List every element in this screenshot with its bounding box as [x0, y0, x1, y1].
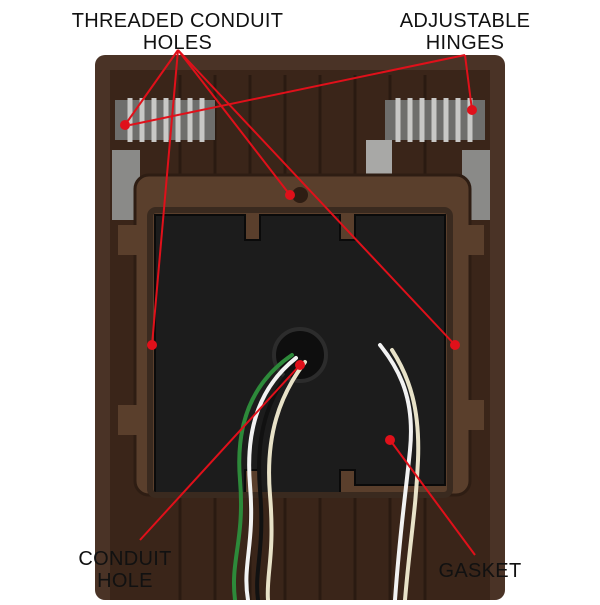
- label-line: HOLE: [97, 570, 153, 592]
- label-line: CONDUIT: [78, 548, 172, 570]
- cable-gland: [366, 140, 392, 180]
- mounting-tab-left: [118, 225, 140, 255]
- label-line: HOLES: [142, 32, 213, 54]
- arrowhead: [120, 120, 130, 130]
- arrowhead: [295, 360, 305, 370]
- label-line: ADJUSTABLE: [399, 10, 531, 32]
- arrowhead: [467, 105, 477, 115]
- arrowhead: [385, 435, 395, 445]
- gasket-label: GASKET: [430, 560, 530, 582]
- mounting-tab-left-lower: [118, 405, 140, 435]
- threaded-conduit-holes-label: THREADED CONDUIT HOLES: [55, 10, 300, 54]
- label-line: THREADED CONDUIT: [71, 10, 284, 32]
- arrowhead: [285, 190, 295, 200]
- conduit-hole-label: CONDUIT HOLE: [70, 548, 180, 592]
- mounting-tab-right-lower: [462, 400, 484, 430]
- adjustable-hinges-label: ADJUSTABLE HINGES: [385, 10, 545, 54]
- label-line: GASKET: [438, 560, 522, 582]
- left-hinge-spring: [112, 98, 215, 220]
- callout-arrows: [120, 49, 477, 556]
- mounting-tab-right: [462, 225, 484, 255]
- arrowhead: [147, 340, 157, 350]
- gasket-rim: [147, 207, 453, 498]
- wire-leads-right: [378, 343, 421, 602]
- label-line: HINGES: [425, 32, 505, 54]
- arrowhead: [450, 340, 460, 350]
- threaded-hole-top: [292, 187, 308, 203]
